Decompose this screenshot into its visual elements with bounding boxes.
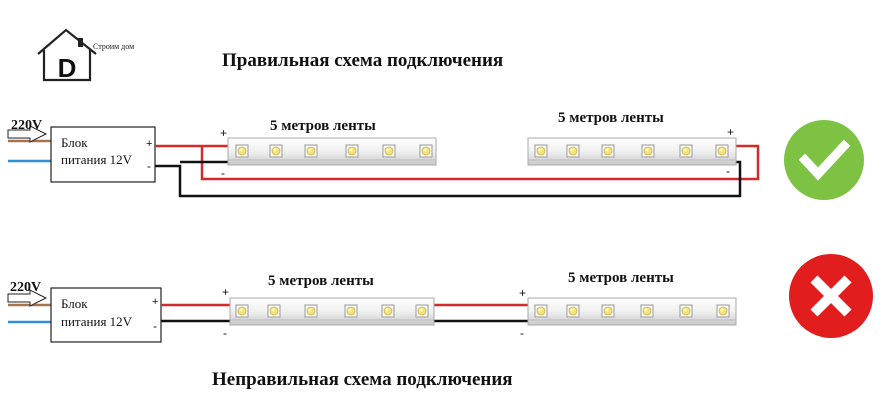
strip1-plus: + [220,126,227,140]
psu-label-line2: питания 12V [61,314,133,329]
psu-label-line2: питания 12V [61,152,133,167]
check-icon [784,120,864,200]
logo: D Строим дом [37,28,134,83]
psu-minus-terminal: - [147,159,151,173]
cross-icon [789,254,873,338]
voltage-label-2: 220V [10,280,41,295]
strip2-label: 5 метров ленты [558,110,664,126]
incorrect-scheme: 220V Блок питания 12V + - 5 метров ленты… [7,254,873,390]
led-strip-3 [229,297,435,326]
led-strip-1 [227,137,437,166]
strip4-plus: + [519,286,526,300]
mains-wires [7,125,51,163]
strip3-minus: - [223,326,227,340]
psu-label-line1: Блок [61,135,88,150]
psu-plus-terminal: + [146,138,152,150]
logo-text: Строим дом [93,42,134,51]
psu-label-line1: Блок [61,296,88,311]
negative-wire [155,160,742,198]
psu-plus-terminal-2: + [152,296,158,308]
mains-wires-2 [7,289,51,324]
strip1-minus: - [221,166,225,180]
strip1-label: 5 метров ленты [270,118,376,134]
correct-scheme-title: Правильная схема подключения [222,50,503,71]
house-logo-icon [37,28,97,82]
voltage-label: 220V [11,118,42,133]
power-supply-box [50,126,156,183]
incorrect-scheme-title: Неправильная схема подключения [212,369,513,390]
input-arrow-icon [7,125,48,143]
strip2-minus: - [726,164,730,178]
power-supply-box-2 [50,287,162,343]
strip4-minus: - [520,326,524,340]
correct-scheme: Правильная схема подключения 220V Блок п… [7,50,864,200]
led-strip-2 [527,137,737,166]
strip4-label: 5 метров ленты [568,270,674,286]
psu-minus-terminal-2: - [153,319,157,333]
positive-wire-to-strip2 [200,144,760,181]
input-arrow-icon [7,289,48,307]
led-strip-4 [527,297,737,326]
logo-letter: D [58,53,77,83]
strip3-plus: + [222,285,229,299]
strip3-label: 5 метров ленты [268,273,374,289]
strip2-plus: + [727,125,734,139]
